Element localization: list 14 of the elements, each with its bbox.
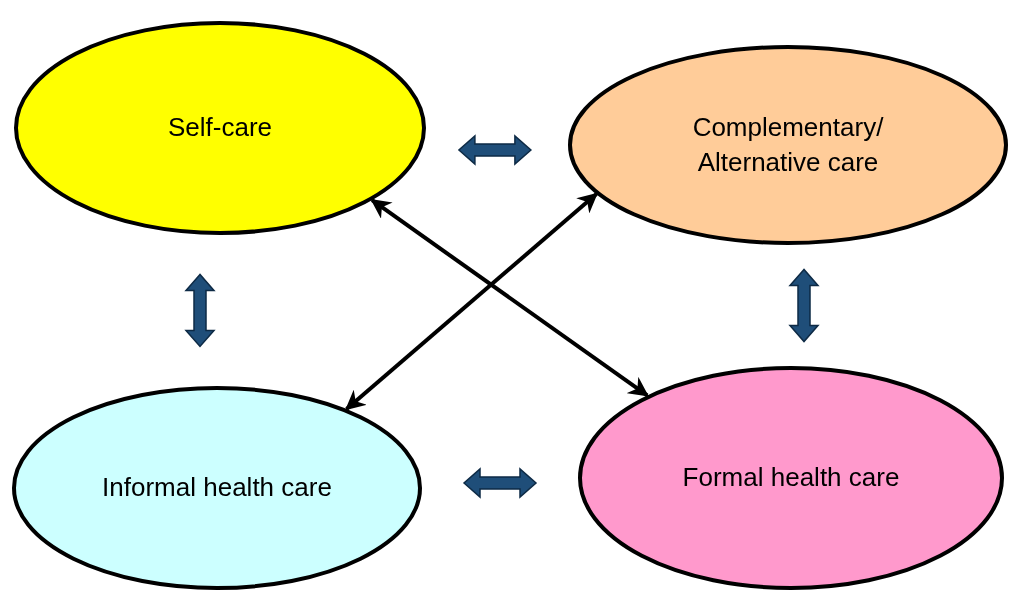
ellipse-node (578, 366, 1004, 590)
node-label: Self-care (167, 111, 272, 145)
ellipse-node (12, 386, 422, 590)
block-double-arrow (184, 273, 216, 348)
block-double-arrow (462, 467, 538, 499)
arrow (345, 192, 598, 411)
block-double-arrow (788, 268, 820, 343)
block-double-arrow (457, 134, 533, 166)
arrow (370, 198, 649, 398)
ellipse-node (568, 45, 1008, 245)
node-label: Informal health care (102, 471, 332, 505)
node-label: Formal health care (682, 461, 900, 495)
node-label: Complementary/ Alternative care (691, 110, 885, 179)
ellipse-node (14, 21, 426, 235)
